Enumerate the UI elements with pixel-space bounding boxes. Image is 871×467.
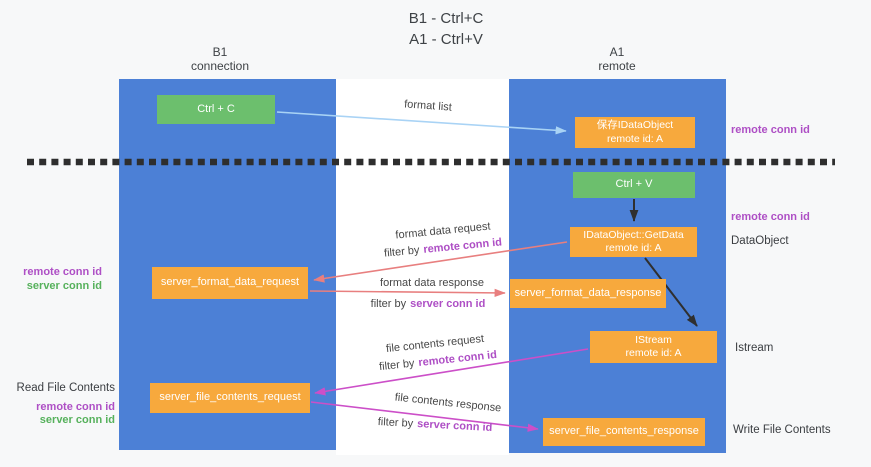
- left-column-header: B1 connection: [191, 45, 249, 73]
- getdata-line2: remote id: A: [605, 242, 662, 254]
- filter-by-text: filter by: [377, 416, 414, 430]
- server-file-contents-request-box: server_file_contents_request: [150, 383, 310, 413]
- save-idataobject-line2: remote id: A: [606, 132, 664, 145]
- server-format-data-response-label: server_format_data_response: [514, 286, 662, 299]
- idataobject-getdata-box: IDataObject::GetData remote id: A: [570, 227, 697, 257]
- istream-line2: remote id: A: [625, 347, 682, 359]
- istream-line1: IStream: [635, 333, 672, 346]
- remote-conn-id-annotation-mid: remote conn id: [731, 211, 810, 223]
- getdata-line1: IDataObject::GetData: [583, 228, 684, 241]
- save-idataobject-box: 保存IDataObject remote id: A: [575, 117, 695, 148]
- server-format-data-request-box: server_format_data_request: [152, 267, 308, 299]
- ctrl-v-label: Ctrl + V: [615, 178, 653, 191]
- filter-by-text: filter by: [370, 298, 407, 310]
- server-format-data-response-box: server_format_data_response: [510, 279, 666, 308]
- diagram-title: B1 - Ctrl+C A1 - Ctrl+V: [409, 8, 484, 50]
- server-conn-id-text: server conn id: [410, 298, 486, 310]
- read-file-contents-annotation: Read File Contents: [16, 382, 115, 394]
- left-column-name: B1: [212, 45, 228, 59]
- right-column-subtitle: remote: [598, 59, 636, 73]
- right-column-name: A1: [609, 45, 625, 59]
- left-column-subtitle: connection: [190, 59, 250, 73]
- server-file-contents-request-label: server_file_contents_request: [159, 391, 301, 404]
- remote-conn-id-annotation-top: remote conn id: [731, 124, 810, 136]
- ctrl-c-box: Ctrl + C: [157, 95, 275, 124]
- dataobject-annotation: DataObject: [731, 235, 789, 247]
- write-file-contents-annotation: Write File Contents: [733, 424, 831, 436]
- left-remote-conn-id-annotation: remote conn id: [23, 266, 102, 278]
- save-idataobject-line1: 保存IDataObject: [596, 119, 674, 132]
- ctrl-c-label: Ctrl + C: [197, 102, 235, 115]
- title-line-ctrl-c: B1 - Ctrl+C: [408, 10, 484, 27]
- left-server-conn-id-annotation: server conn id: [26, 280, 102, 292]
- format-data-response-label: format data response: [380, 277, 484, 289]
- read-remote-conn-id-annotation: remote conn id: [36, 401, 115, 413]
- server-file-contents-response-label: server_file_contents_response: [549, 425, 699, 438]
- istream-box: IStream remote id: A: [590, 331, 717, 363]
- title-line-ctrl-v: A1 - Ctrl+V: [409, 31, 483, 48]
- right-column-header: A1 remote: [598, 45, 635, 73]
- read-server-conn-id-annotation: server conn id: [39, 414, 115, 426]
- server-format-data-request-label: server_format_data_request: [160, 276, 300, 289]
- server-file-contents-response-box: server_file_contents_response: [543, 418, 705, 446]
- istream-annotation: Istream: [735, 342, 774, 354]
- ctrl-v-box: Ctrl + V: [573, 172, 695, 198]
